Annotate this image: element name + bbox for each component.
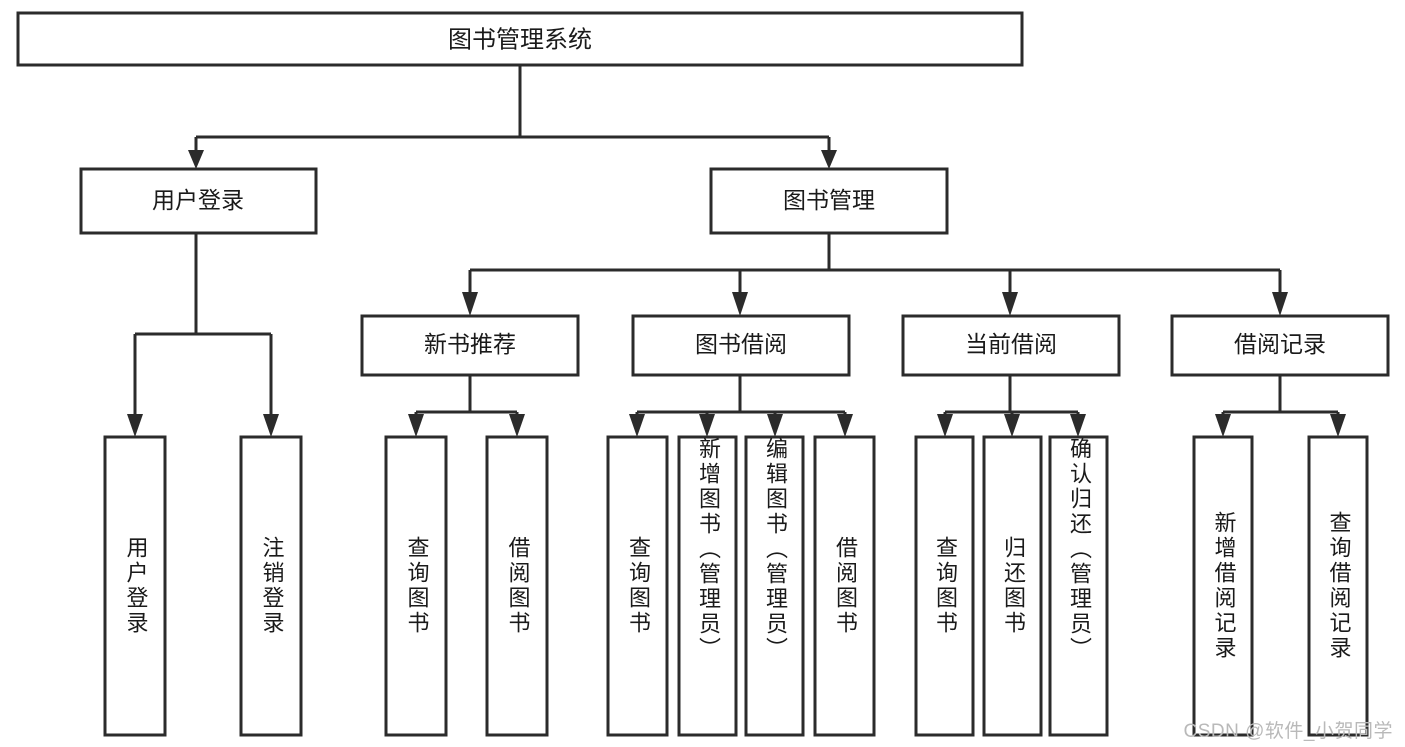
node-user-login-box[interactable] <box>79 167 318 235</box>
edge-layer <box>127 65 1346 437</box>
node-borrow-record-box[interactable] <box>1170 314 1390 377</box>
leaf-query-book-1-box[interactable] <box>384 435 448 737</box>
arrow-leaf-query-book-1 <box>408 414 424 437</box>
leaf-return-book-box[interactable] <box>982 435 1043 737</box>
node-book-manage[interactable]: 图书管理 <box>709 167 949 235</box>
node-current-borrow-box[interactable] <box>901 314 1121 377</box>
arrow-leaf-query-book-3 <box>937 414 953 437</box>
arrow-leaf-return-book <box>1004 414 1020 437</box>
arrow-borrow-record <box>1272 292 1288 316</box>
leaf-layer <box>103 435 1369 737</box>
node-new-book-recommend-box[interactable] <box>360 314 580 377</box>
arrow-new-book-recommend <box>462 292 478 316</box>
leaf-user-login-box[interactable] <box>103 435 167 737</box>
arrow-book-borrow <box>732 292 748 316</box>
node-new-book-recommend-label: 新书推荐 <box>424 331 516 357</box>
leaf-logout-box[interactable] <box>239 435 303 737</box>
arrow-leaf-logout <box>263 414 279 437</box>
leaf-query-book-2-box[interactable] <box>606 435 669 737</box>
leaf-edit-book-box[interactable] <box>744 435 805 737</box>
node-borrow-record-label: 借阅记录 <box>1234 331 1326 357</box>
leaf-borrow-book-1-box[interactable] <box>485 435 549 737</box>
node-current-borrow-label: 当前借阅 <box>965 331 1057 357</box>
node-current-borrow[interactable]: 当前借阅 <box>901 314 1121 377</box>
leaf-query-book-3-box[interactable] <box>914 435 975 737</box>
arrow-leaf-query-record <box>1330 414 1346 437</box>
node-new-book-recommend[interactable]: 新书推荐 <box>360 314 580 377</box>
node-root-label: 图书管理系统 <box>448 26 592 53</box>
node-user-login[interactable]: 用户登录 <box>79 167 318 235</box>
leaf-add-record-box[interactable] <box>1192 435 1254 737</box>
csdn-watermark: CSDN @软件_小贺同学 <box>1183 721 1393 742</box>
arrow-leaf-user-login <box>127 414 143 437</box>
arrow-leaf-borrow-book-2 <box>837 414 853 437</box>
arrow-leaf-add-book <box>699 414 715 437</box>
leaf-confirm-return-box[interactable] <box>1048 435 1109 737</box>
arrow-user-login <box>188 150 204 169</box>
node-root-box[interactable] <box>16 11 1024 67</box>
arrow-book-manage <box>821 150 837 169</box>
arrow-leaf-borrow-book-1 <box>509 414 525 437</box>
leaf-add-book-box[interactable] <box>677 435 738 737</box>
leaf-query-record-box[interactable] <box>1307 435 1369 737</box>
node-book-borrow-box[interactable] <box>631 314 851 377</box>
arrow-leaf-add-record <box>1215 414 1231 437</box>
arrow-leaf-query-book-2 <box>629 414 645 437</box>
arrow-current-borrow <box>1002 292 1018 316</box>
arrow-leaf-confirm-return <box>1070 414 1086 437</box>
node-book-borrow-label: 图书借阅 <box>695 331 787 357</box>
arrow-leaf-edit-book <box>767 414 783 437</box>
node-book-manage-label: 图书管理 <box>783 187 875 213</box>
leaf-borrow-book-2-box[interactable] <box>813 435 876 737</box>
node-book-borrow[interactable]: 图书借阅 <box>631 314 851 377</box>
node-root[interactable]: 图书管理系统 <box>16 11 1024 67</box>
node-book-manage-box[interactable] <box>709 167 949 235</box>
node-user-login-label: 用户登录 <box>152 187 244 213</box>
node-borrow-record[interactable]: 借阅记录 <box>1170 314 1390 377</box>
